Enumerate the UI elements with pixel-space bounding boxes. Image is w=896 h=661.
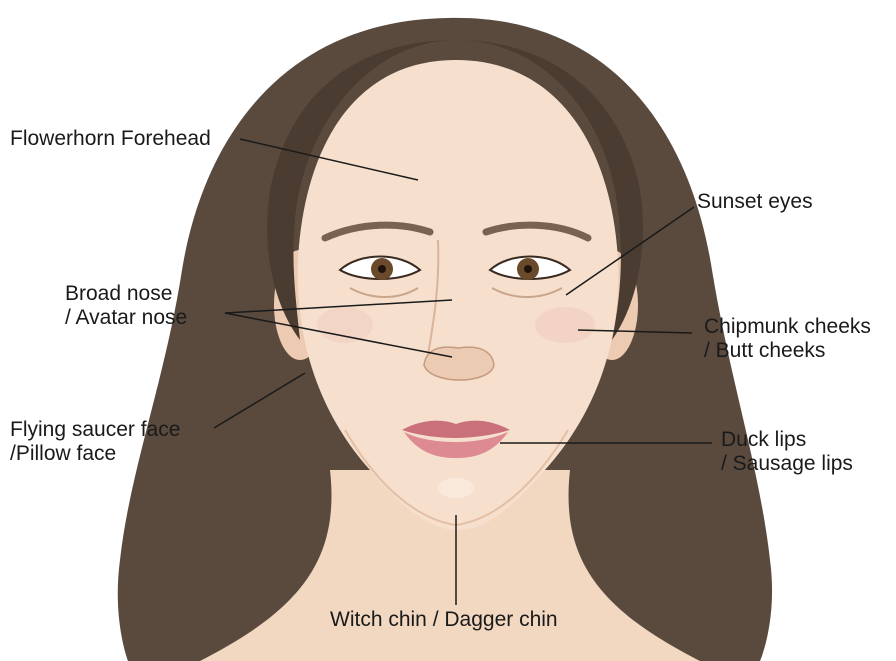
right-pupil xyxy=(524,265,532,273)
label-lips-line1: Duck lips xyxy=(721,428,806,452)
label-forehead: Flowerhorn Forehead xyxy=(10,127,211,151)
label-nose-line1: Broad nose xyxy=(65,282,172,306)
left-cheek-blush xyxy=(317,307,373,343)
label-nose-line2: / Avatar nose xyxy=(65,306,187,330)
label-eyes: Sunset eyes xyxy=(697,190,813,214)
label-lips-line2: / Sausage lips xyxy=(721,452,853,476)
left-pupil xyxy=(378,265,386,273)
label-face-line2: /Pillow face xyxy=(10,442,116,466)
nose-tip xyxy=(424,347,494,380)
right-cheek-blush xyxy=(535,307,595,343)
label-chin: Witch chin / Dagger chin xyxy=(330,608,558,632)
label-face-line1: Flying saucer face xyxy=(10,418,180,442)
chin-highlight xyxy=(438,478,474,498)
label-cheeks-line1: Chipmunk cheeks xyxy=(704,315,871,339)
label-cheeks-line2: / Butt cheeks xyxy=(704,339,825,363)
